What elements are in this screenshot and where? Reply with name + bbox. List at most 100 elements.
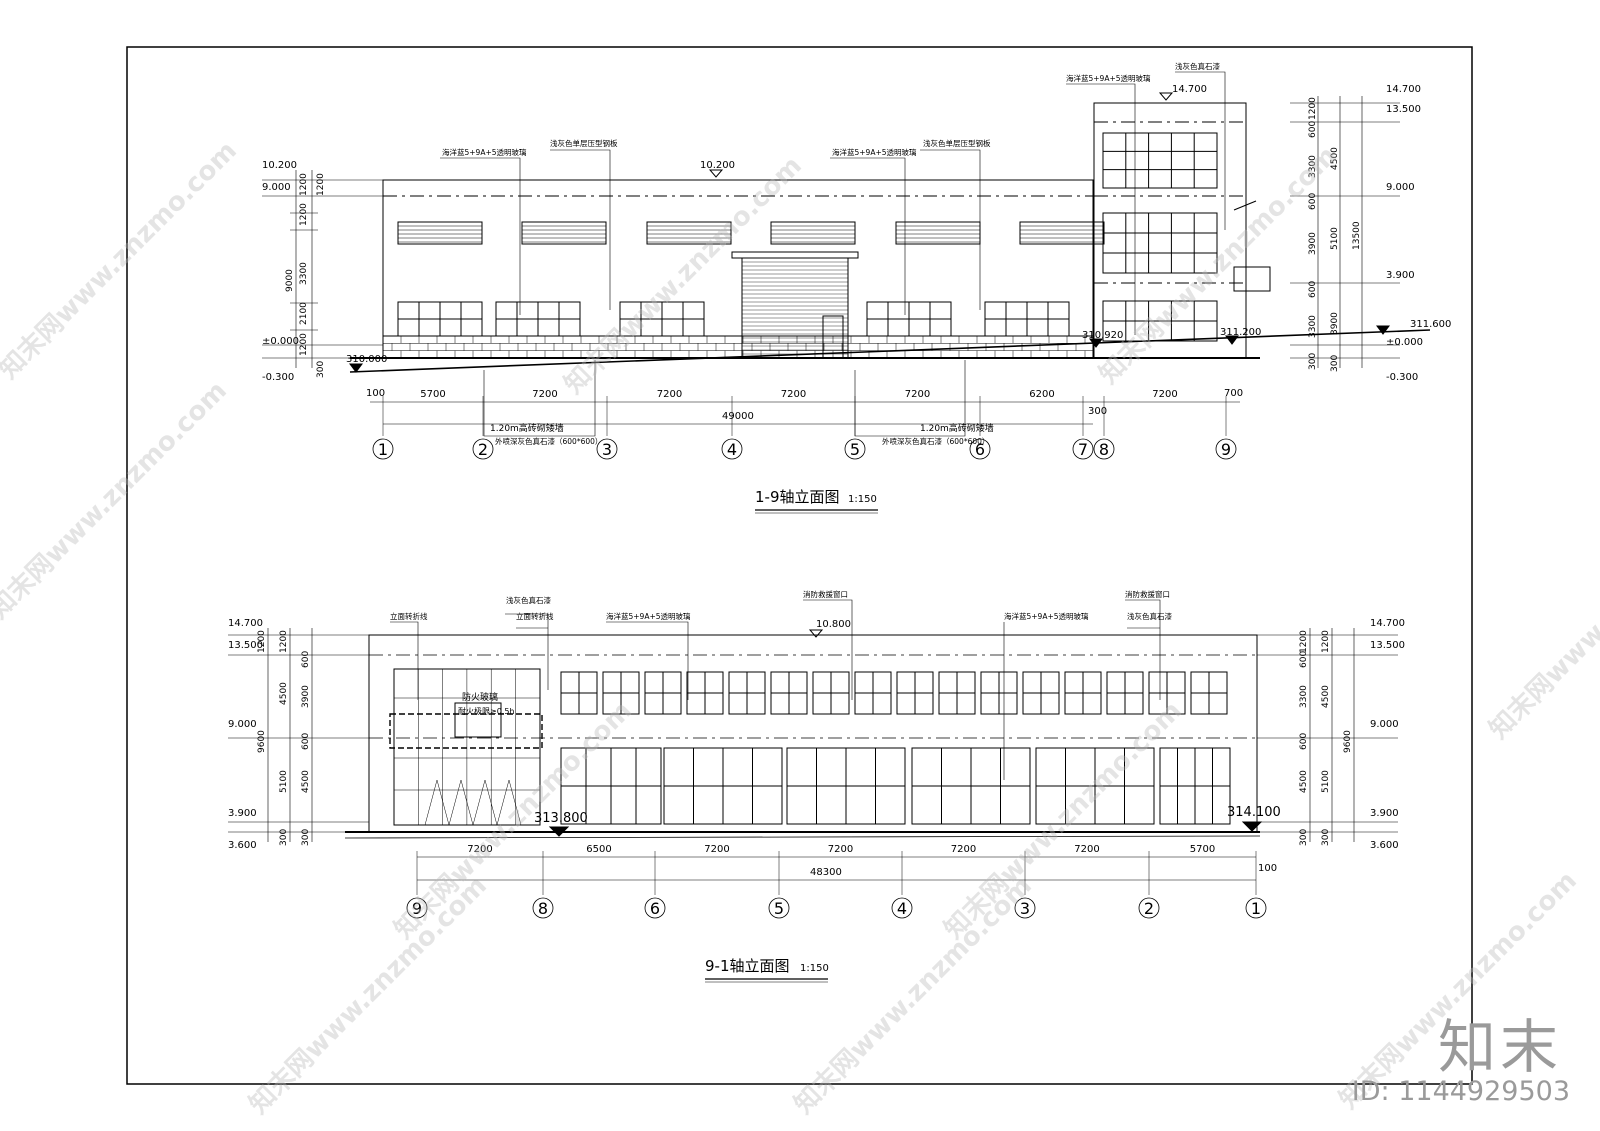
hdim-r-6: 600 bbox=[1308, 281, 1318, 298]
tower-canopy bbox=[1233, 266, 1271, 292]
e1-bay-dim: 7200 bbox=[1152, 389, 1177, 400]
e2-bay-dim: 7200 bbox=[828, 844, 853, 855]
e1-axis-label: 4 bbox=[727, 440, 737, 459]
mark-311600: 311.600 bbox=[1410, 319, 1451, 330]
h2l-11: 300 bbox=[301, 829, 311, 846]
watermark-4: 知末网www.znzmo.com bbox=[0, 376, 233, 625]
e2-axis-label: 5 bbox=[774, 899, 784, 918]
e1-axis-bubble bbox=[844, 438, 866, 460]
e1-bay-dim: 7200 bbox=[905, 389, 930, 400]
edge-dim-right-2: 100 bbox=[1258, 863, 1277, 874]
curtain-door-swing bbox=[472, 779, 498, 826]
r2-level-9000: 9.000 bbox=[1370, 719, 1399, 730]
level-r-3900: 3.900 bbox=[1386, 270, 1415, 281]
h2l-6: 600 bbox=[301, 733, 311, 750]
e1-axis-bubble bbox=[1215, 438, 1237, 460]
fire-glass-frame bbox=[389, 713, 543, 749]
hdim-l-6: 1200 bbox=[299, 333, 309, 356]
watermark-9: 知末网www.znzmo.com bbox=[789, 871, 1038, 1120]
base-note-1: 1.20m高砖砌矮墙 bbox=[490, 422, 564, 434]
e1-axis-label: 3 bbox=[602, 440, 612, 459]
e2-bay-dim: 7200 bbox=[704, 844, 729, 855]
e1-bay-dim: 7200 bbox=[657, 389, 682, 400]
note2-glass-1: 海洋蓝5+9A+5透明玻璃 bbox=[606, 611, 691, 621]
hdim-r-10: 5100 bbox=[1330, 227, 1340, 250]
brand-id: ID: 1144929503 bbox=[1351, 1076, 1570, 1107]
e2-axis-label: 9 bbox=[412, 899, 422, 918]
e1-axis-label: 5 bbox=[850, 440, 860, 459]
mark-314100: 314.100 bbox=[1227, 805, 1281, 820]
e1-axis-label: 6 bbox=[975, 440, 985, 459]
e2-axis-bubble bbox=[532, 897, 554, 919]
e2-bay-dim: 7200 bbox=[1074, 844, 1099, 855]
upper-window-6 bbox=[1019, 221, 1105, 245]
upper-window-5 bbox=[895, 221, 981, 245]
hdim-r-7: 3300 bbox=[1308, 315, 1318, 338]
h2l-3: 600 bbox=[301, 651, 311, 668]
watermark-2: 知末网www.znzmo.com bbox=[559, 151, 808, 400]
door-slats bbox=[742, 261, 848, 355]
h2r-4: 3300 bbox=[1299, 685, 1309, 708]
mark-311200: 311.200 bbox=[1220, 327, 1261, 338]
e1-axis-bubble bbox=[721, 438, 743, 460]
brick-hatch bbox=[382, 335, 1093, 358]
note-steel-2: 浅灰色单层压型钢板 bbox=[923, 138, 991, 148]
note-glass-1: 海洋蓝5+9A+5透明玻璃 bbox=[442, 147, 527, 157]
total-dim-1: 49000 bbox=[722, 411, 754, 422]
elevation-title-2: 9-1轴立面图 bbox=[705, 957, 790, 975]
level-r-14700: 14.700 bbox=[1386, 84, 1421, 95]
mark-tower-top: 14.700 bbox=[1172, 84, 1207, 95]
fire-glass-label: 防火玻璃 bbox=[462, 691, 498, 703]
h2r-7: 9600 bbox=[1343, 730, 1353, 753]
level-0000: ±0.000 bbox=[262, 336, 299, 347]
elevation-title-1: 1-9轴立面图 bbox=[755, 488, 840, 506]
hdim-l-3: 1200 bbox=[299, 203, 309, 226]
e2-bay-dim: 7200 bbox=[951, 844, 976, 855]
h2l-1: 1200 bbox=[257, 630, 267, 653]
curtain-door-swing bbox=[424, 779, 450, 826]
edge-dim-mid-1: 300 bbox=[1088, 406, 1107, 417]
elevation-scale-1: 1:150 bbox=[848, 494, 877, 505]
h2l-9: 4500 bbox=[301, 770, 311, 793]
level-marks-left-2 bbox=[228, 628, 369, 842]
h2r-5: 4500 bbox=[1321, 685, 1331, 708]
e1-axis-bubble bbox=[969, 438, 991, 460]
e2-axis-label: 8 bbox=[538, 899, 548, 918]
hdim-r-3: 3300 bbox=[1308, 155, 1318, 178]
h2r-11: 300 bbox=[1321, 829, 1331, 846]
hdim-r-1: 1200 bbox=[1308, 97, 1318, 120]
elevation-1-9 bbox=[262, 71, 1431, 437]
h2l-2: 1200 bbox=[279, 630, 289, 653]
hdim-l-1: 1200 bbox=[299, 173, 309, 196]
e1-axis-label: 7 bbox=[1078, 440, 1088, 459]
level-9000: 9.000 bbox=[262, 182, 291, 193]
h2l-7: 9600 bbox=[257, 730, 267, 753]
e1-axis-bubble bbox=[1072, 438, 1094, 460]
upper-window-4 bbox=[770, 221, 856, 245]
edge-dim-right-1: 700 bbox=[1224, 388, 1243, 399]
r2-level-3900: 3.900 bbox=[1370, 808, 1399, 819]
hdim-r-5: 3900 bbox=[1308, 232, 1318, 255]
note2-rescue-2: 消防救援窗口 bbox=[1125, 589, 1170, 599]
note2-break-1: 立面转折线 bbox=[390, 611, 428, 621]
upper-window-1 bbox=[397, 221, 483, 245]
elevation-9-1 bbox=[228, 599, 1398, 895]
total-dim-2: 48300 bbox=[810, 867, 842, 878]
h2r-6: 600 bbox=[1299, 733, 1309, 750]
mark-310920: 310.920 bbox=[1082, 330, 1123, 341]
lower-windows-2 bbox=[560, 747, 1231, 825]
watermark-8: 知末网www.znzmo.com bbox=[244, 871, 493, 1120]
e1-bay-dim: 7200 bbox=[532, 389, 557, 400]
hdim-r-13: 300 bbox=[1330, 355, 1340, 372]
e2-axis-label: 3 bbox=[1020, 899, 1030, 918]
l2-level-9000: 9.000 bbox=[228, 719, 257, 730]
l2-level-14700: 14.700 bbox=[228, 618, 263, 629]
mark-310000: 310.000 bbox=[346, 354, 387, 365]
e2-axis-label: 1 bbox=[1251, 899, 1261, 918]
e1-bay-dim: 7200 bbox=[781, 389, 806, 400]
hdim-l-7: 300 bbox=[316, 361, 326, 378]
e1-axis-label: 1 bbox=[378, 440, 388, 459]
h2l-4: 4500 bbox=[279, 682, 289, 705]
level-10200: 10.200 bbox=[262, 160, 297, 171]
